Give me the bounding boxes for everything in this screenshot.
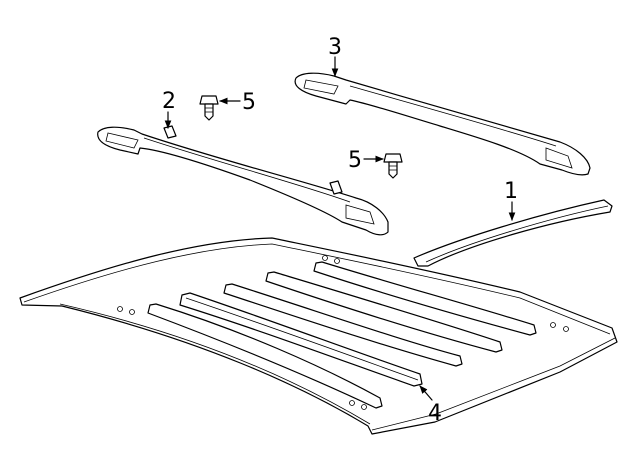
callout-arrows [164, 56, 516, 401]
callout-label-3: 3 [328, 35, 342, 60]
screw-part-5-a [199, 95, 219, 121]
roof-strips [147, 261, 537, 409]
callout-label-5a: 5 [242, 90, 256, 115]
roof-strip-part-4 [179, 292, 423, 387]
callout-label-5b: 5 [348, 148, 362, 173]
callout-label-4: 4 [428, 401, 442, 426]
roof-panel [19, 237, 618, 435]
callout-label-2: 2 [162, 89, 176, 114]
mounting-holes [117, 255, 569, 410]
screw-part-5-b [383, 153, 403, 179]
roof-rail-part-3 [294, 72, 591, 176]
molding-part-1 [413, 199, 613, 267]
roof-rail-part-2 [97, 125, 389, 236]
callout-label-1: 1 [504, 179, 518, 204]
